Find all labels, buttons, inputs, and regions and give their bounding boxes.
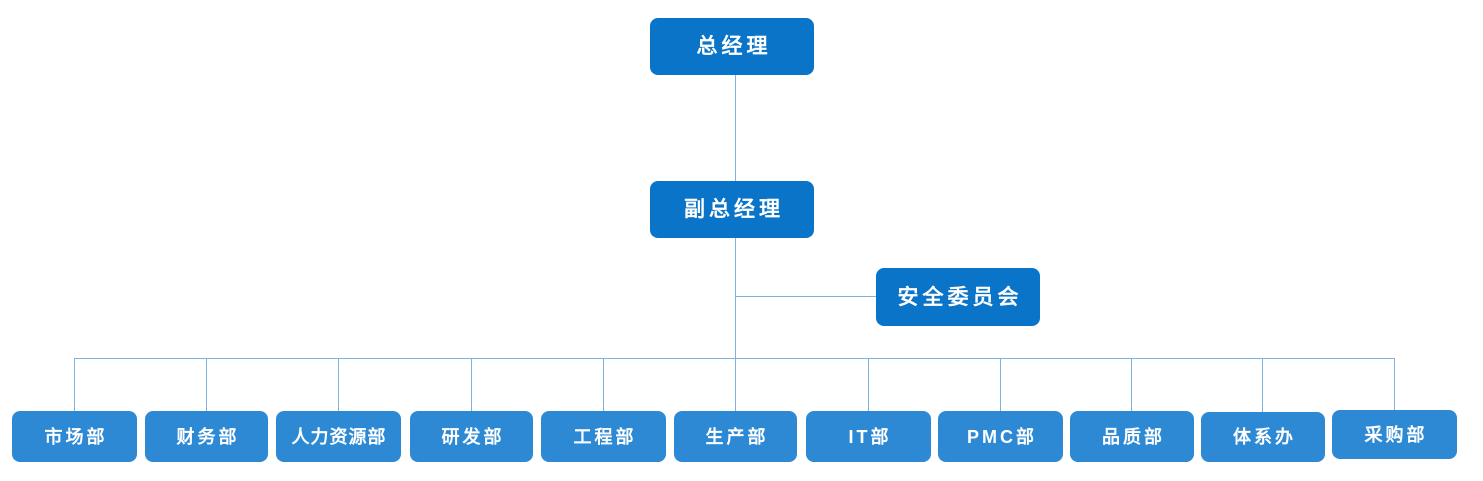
- connector-stem-dept-10: [1262, 358, 1263, 412]
- connector-stem-dept-1: [74, 358, 75, 411]
- node-department-marketing[interactable]: 市场部: [12, 411, 137, 462]
- node-general-manager[interactable]: 总经理: [650, 18, 814, 75]
- connector-department-bus: [74, 358, 1395, 359]
- node-safety-committee[interactable]: 安全委员会: [876, 268, 1040, 326]
- connector-stem-dept-6: [735, 358, 736, 411]
- node-department-human-resources-label: 人力资源部: [291, 426, 387, 447]
- node-department-purchasing-label: 采购部: [1364, 424, 1428, 445]
- connector-deputy-spine: [735, 238, 736, 359]
- node-department-finance[interactable]: 财务部: [145, 411, 268, 462]
- node-deputy-general-manager-label: 副总经理: [684, 198, 784, 221]
- connector-root-to-deputy: [735, 75, 736, 181]
- node-department-system-office[interactable]: 体系办: [1201, 412, 1325, 462]
- connector-stem-dept-8: [1000, 358, 1001, 411]
- connector-stem-dept-4: [471, 358, 472, 411]
- connector-stem-dept-5: [603, 358, 604, 411]
- node-department-it-label: IT部: [848, 426, 892, 447]
- node-department-it[interactable]: IT部: [806, 411, 931, 462]
- node-department-production[interactable]: 生产部: [674, 411, 797, 462]
- node-department-human-resources[interactable]: 人力资源部: [276, 411, 401, 462]
- node-department-system-office-label: 体系办: [1233, 427, 1296, 447]
- node-department-rnd-label: 研发部: [441, 426, 505, 447]
- node-general-manager-label: 总经理: [696, 35, 772, 58]
- node-department-rnd[interactable]: 研发部: [410, 411, 533, 462]
- node-department-pmc-label: PMC部: [967, 426, 1037, 447]
- connector-stem-dept-2: [206, 358, 207, 411]
- node-department-purchasing[interactable]: 采购部: [1332, 410, 1457, 459]
- node-safety-committee-label: 安全委员会: [897, 285, 1023, 309]
- node-department-production-label: 生产部: [705, 426, 769, 447]
- node-department-engineering[interactable]: 工程部: [541, 411, 666, 462]
- connector-stem-dept-3: [338, 358, 339, 411]
- connector-stem-dept-9: [1131, 358, 1132, 411]
- node-department-pmc[interactable]: PMC部: [938, 411, 1063, 462]
- node-deputy-general-manager[interactable]: 副总经理: [650, 181, 814, 238]
- connector-stem-dept-7: [868, 358, 869, 411]
- connector-stem-dept-11: [1394, 358, 1395, 410]
- node-department-quality[interactable]: 品质部: [1070, 411, 1194, 462]
- node-department-marketing-label: 市场部: [44, 426, 108, 447]
- node-department-finance-label: 财务部: [176, 426, 240, 447]
- node-department-engineering-label: 工程部: [573, 426, 637, 447]
- connector-deputy-to-committee: [735, 296, 876, 297]
- node-department-quality-label: 品质部: [1102, 426, 1165, 447]
